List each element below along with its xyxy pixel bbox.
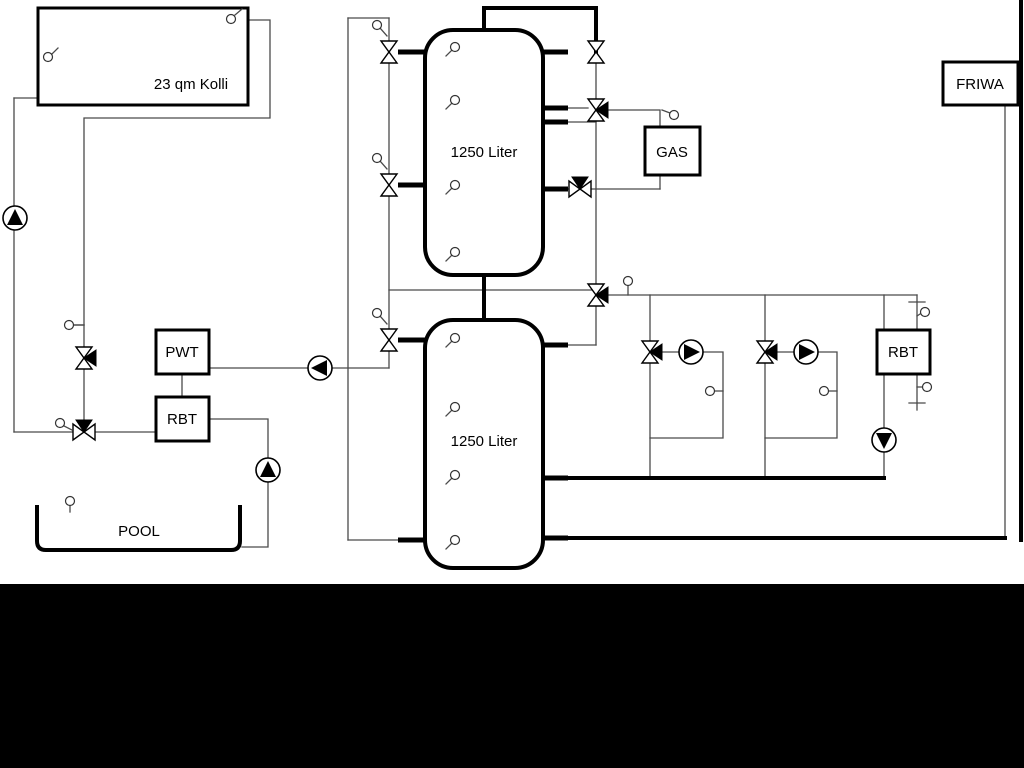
gas-boiler: GAS <box>643 125 702 177</box>
pump-icon <box>793 339 819 365</box>
collector-label: 23 qm Kolli <box>154 76 228 93</box>
sensor-icon <box>371 19 383 31</box>
pump-icon <box>255 457 281 483</box>
buffer-tank-top: 1250 Liter <box>423 28 545 277</box>
pool-label: POOL <box>118 523 160 540</box>
pump-icon <box>678 339 704 365</box>
pump-icon <box>871 427 897 453</box>
friwa-label: FRIWA <box>956 76 1004 93</box>
rbt-left-label: RBT <box>167 411 197 428</box>
friwa-station: FRIWA <box>941 60 1020 107</box>
buffer-tank-bottom: 1250 Liter <box>423 318 545 570</box>
tank-top-label: 1250 Liter <box>451 144 518 161</box>
sensor-icon <box>449 401 461 413</box>
tank-bottom-label: 1250 Liter <box>451 433 518 450</box>
rbt-left: RBT <box>154 395 211 443</box>
letterbox-bar <box>0 584 1024 768</box>
sensor-icon <box>704 385 716 397</box>
gas-label: GAS <box>656 144 688 161</box>
pumps <box>2 205 897 483</box>
rbt-right-label: RBT <box>888 344 918 361</box>
sensor-icon <box>449 332 461 344</box>
sensor-icon <box>225 13 237 25</box>
sensor-icon <box>64 495 76 507</box>
pwt-label: PWT <box>165 344 198 361</box>
pipework-thick <box>482 0 1023 542</box>
sensor-icon <box>449 246 461 258</box>
sensor-icon <box>449 469 461 481</box>
rbt-right: RBT <box>875 328 932 376</box>
sensor-icon <box>54 417 66 429</box>
sensor-icon <box>371 152 383 164</box>
sensor-icon <box>449 41 461 53</box>
sensor-icon <box>622 275 634 287</box>
pool-basin: POOL <box>35 505 242 552</box>
sensor-icon <box>449 534 461 546</box>
sensor-icon <box>919 306 931 318</box>
tank-stubs <box>398 49 568 543</box>
sensor-icon <box>42 51 54 63</box>
sensor-icon <box>921 381 933 393</box>
pump-icon <box>307 355 333 381</box>
sensor-icon <box>668 109 680 121</box>
sensor-icon <box>818 385 830 397</box>
sensor-icon <box>371 307 383 319</box>
solar-collector: 23 qm Kolli <box>36 6 250 107</box>
temperature-sensors <box>42 8 933 550</box>
sensor-icon <box>449 94 461 106</box>
pump-icon <box>2 205 28 231</box>
pwt-heat-exchanger: PWT <box>154 328 211 376</box>
sensor-icon <box>449 179 461 191</box>
sensor-icon <box>63 319 75 331</box>
